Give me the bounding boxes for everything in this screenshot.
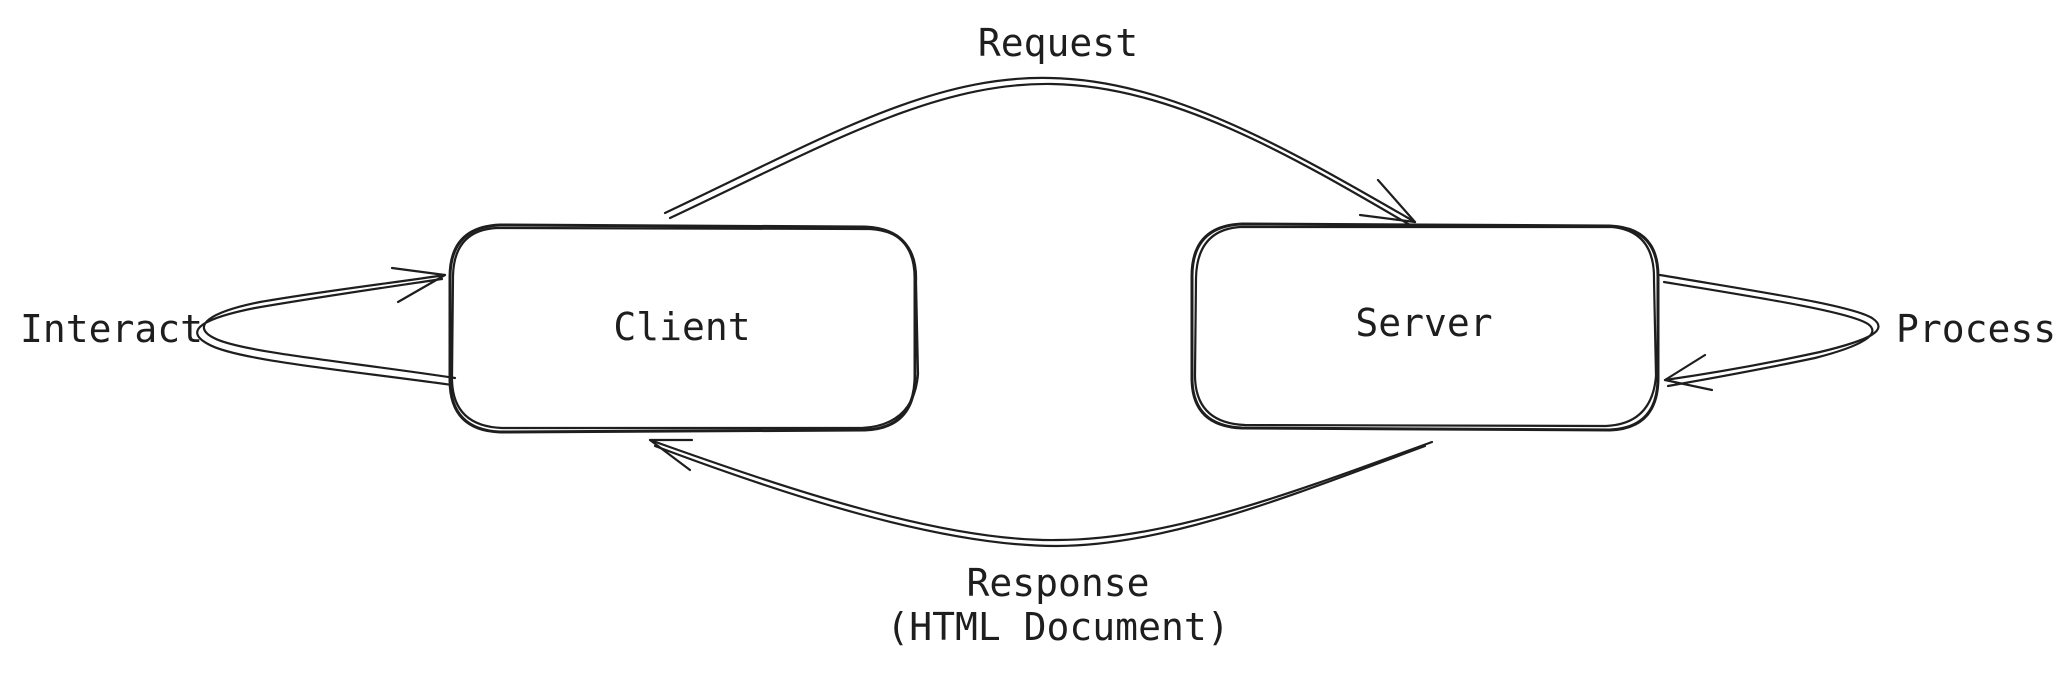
request-arrow: Request — [663, 21, 1417, 227]
client-node[interactable]: Client — [448, 223, 920, 434]
response-arrow: Response (HTML Document) — [648, 438, 1434, 649]
process-label: Process — [1896, 307, 2056, 351]
interact-label: Interact — [20, 307, 203, 351]
process-arrow: Process — [1658, 273, 2056, 392]
server-node[interactable]: Server — [1190, 222, 1660, 432]
interact-arrow: Interact — [20, 266, 457, 387]
request-label: Request — [978, 21, 1138, 65]
server-label: Server — [1355, 301, 1492, 345]
response-label-line2: (HTML Document) — [886, 605, 1229, 649]
client-label: Client — [613, 305, 750, 349]
response-label-line1: Response — [966, 561, 1149, 605]
